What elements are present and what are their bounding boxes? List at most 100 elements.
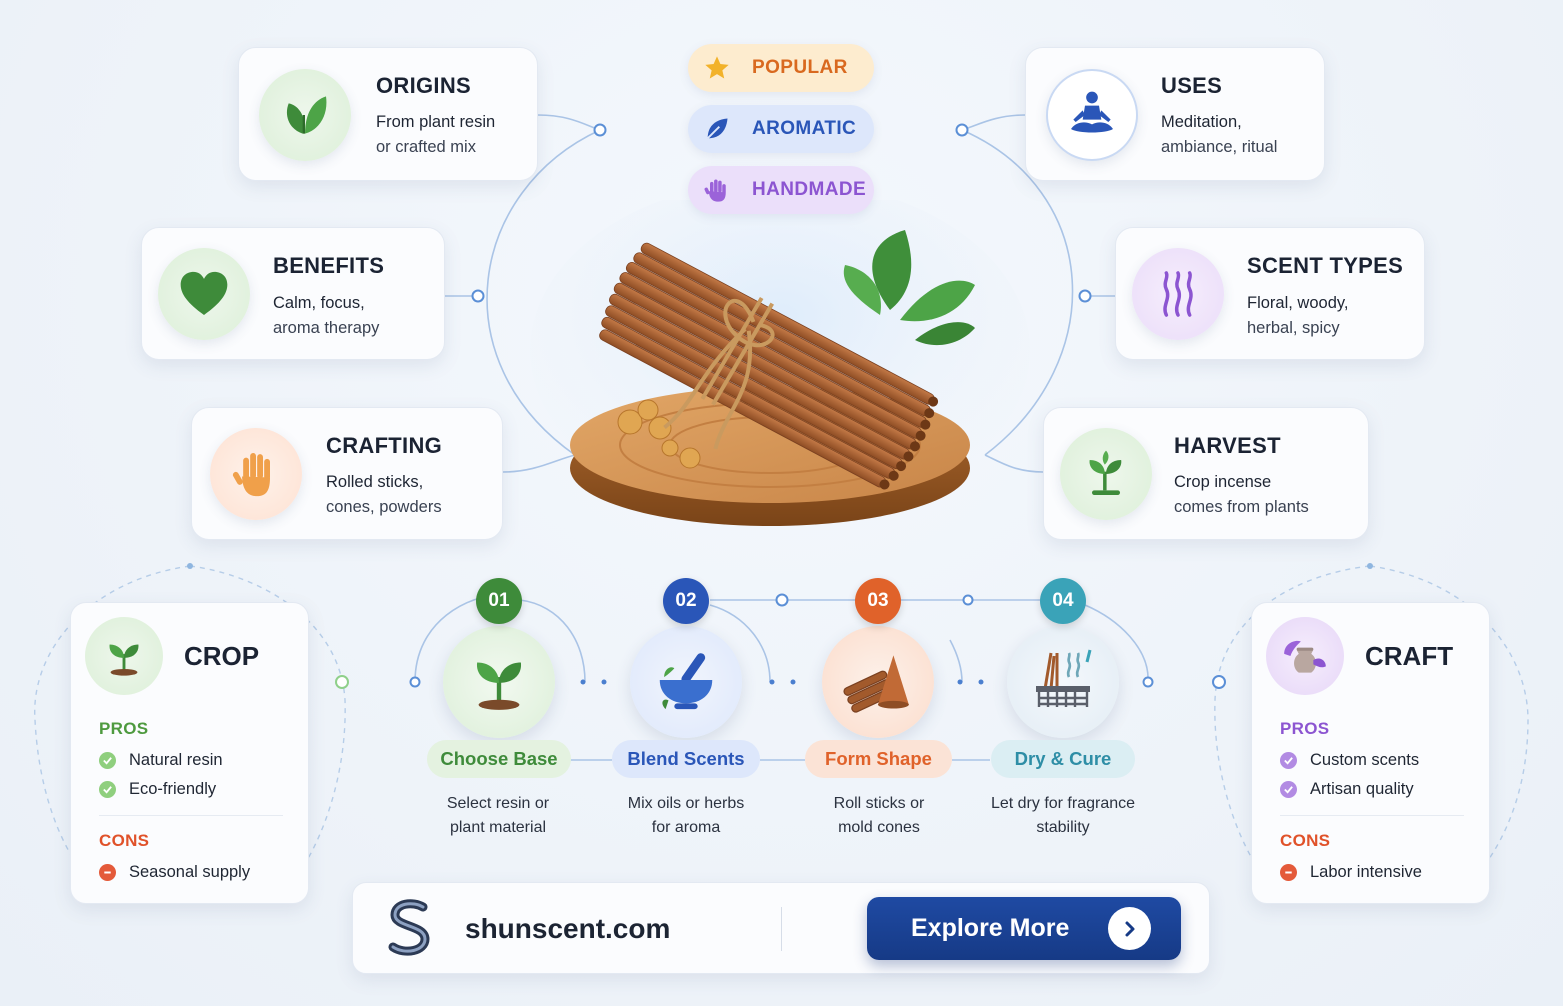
step-1-label: Choose Base (427, 740, 571, 778)
card-line-1: From plant resin (376, 113, 496, 131)
card-line-2: ambiance, ritual (1161, 138, 1278, 156)
card-uses: USES Meditation, ambiance, ritual (1025, 47, 1325, 181)
pottery-icon (1266, 617, 1344, 695)
step-2-circle (630, 626, 742, 738)
minus-icon (1280, 864, 1297, 881)
sprout-icon (1060, 428, 1152, 520)
hand-icon (210, 428, 302, 520)
crop-pro-text: Natural resin (129, 751, 223, 769)
craft-pro-item: Custom scents (1280, 751, 1419, 770)
footer-divider (781, 907, 782, 951)
step-2-number: 02 (663, 578, 709, 624)
card-title: ORIGINS (376, 73, 471, 98)
star-icon (702, 53, 732, 83)
craft-con-text: Labor intensive (1310, 863, 1422, 881)
step-2-label: Blend Scents (612, 740, 760, 778)
sprout-icon (464, 645, 534, 720)
card-title: USES (1161, 73, 1223, 98)
craft-pros-heading: PROS (1280, 719, 1330, 738)
divider (1280, 815, 1464, 816)
step-3-desc-2: mold cones (838, 819, 920, 836)
brand-logo-icon (383, 899, 437, 959)
card-line-2: aroma therapy (273, 319, 380, 337)
step-4-desc-2: stability (1036, 819, 1090, 836)
card-crafting: CRAFTING Rolled sticks, cones, powders (191, 407, 503, 540)
badge-label: HANDMADE (752, 179, 867, 200)
card-line-1: Floral, woody, (1247, 294, 1349, 312)
card-line-1: Crop incense (1174, 473, 1272, 491)
check-icon (99, 752, 116, 769)
step-2-desc-1: Mix oils or herbs (627, 795, 745, 812)
card-line-2: herbal, spicy (1247, 319, 1340, 337)
card-craft: CRAFT PROS Custom scents Artisan quality… (1251, 602, 1490, 904)
craft-pro-item: Artisan quality (1280, 780, 1414, 799)
minus-icon (99, 864, 116, 881)
badge-handmade: HANDMADE (688, 166, 874, 214)
sprout-icon (85, 617, 163, 695)
craft-pro-text: Custom scents (1310, 751, 1420, 769)
card-title: HARVEST (1174, 433, 1281, 458)
card-line-1: Rolled sticks, (326, 473, 424, 491)
step-1-desc-2: plant material (449, 819, 547, 836)
step-4-desc-1: Let dry for fragrance (990, 795, 1136, 812)
step-3-desc-1: Roll sticks or (833, 795, 925, 812)
check-icon (99, 781, 116, 798)
step-1-number: 01 (476, 578, 522, 624)
step-4-label: Dry & Cure (991, 740, 1135, 778)
card-line-2: comes from plants (1174, 498, 1309, 516)
crop-pro-item: Natural resin (99, 751, 223, 770)
smoke-icon (1132, 248, 1224, 340)
card-line-1: Meditation, (1161, 113, 1242, 131)
card-title: SCENT TYPES (1247, 253, 1404, 278)
meditation-icon (1046, 69, 1138, 161)
explore-more-label: Explore More (911, 914, 1070, 942)
craft-con-item: Labor intensive (1280, 863, 1422, 882)
incense-cone-icon (841, 643, 915, 722)
badge-label: POPULAR (752, 57, 848, 78)
step-3-circle (822, 626, 934, 738)
crop-pro-text: Eco-friendly (129, 780, 217, 798)
badge-label: AROMATIC (752, 118, 857, 139)
step-4-number: 04 (1040, 578, 1086, 624)
explore-more-button[interactable]: Explore More (867, 897, 1181, 960)
crop-title: CROP (184, 641, 260, 671)
card-benefits: BENEFITS Calm, focus, aroma therapy (141, 227, 445, 360)
card-origins: ORIGINS From plant resin or crafted mix (238, 47, 538, 181)
drying-rack-icon (1027, 644, 1099, 721)
incense-bundle-illustration (520, 180, 1040, 560)
badge-aromatic: AROMATIC (688, 105, 874, 153)
card-title: BENEFITS (273, 253, 385, 278)
check-icon (1280, 781, 1297, 798)
hand-icon (702, 175, 732, 205)
step-1-desc-1: Select resin or (446, 795, 550, 812)
crop-con-text: Seasonal supply (129, 863, 251, 881)
card-line-2: cones, powders (326, 498, 442, 516)
card-scent-types: SCENT TYPES Floral, woody, herbal, spicy (1115, 227, 1425, 360)
leaf-icon (702, 114, 732, 144)
card-harvest: HARVEST Crop incense comes from plants (1043, 407, 1369, 540)
step-3-number: 03 (855, 578, 901, 624)
check-icon (1280, 752, 1297, 769)
heart-icon (158, 248, 250, 340)
card-title: CRAFTING (326, 433, 443, 458)
site-name[interactable]: shunscent.com (465, 913, 671, 944)
crop-pro-item: Eco-friendly (99, 780, 216, 799)
card-line-1: Calm, focus, (273, 294, 365, 312)
craft-pro-text: Artisan quality (1310, 780, 1414, 798)
step-4-circle (1007, 626, 1119, 738)
card-crop: CROP PROS Natural resin Eco-friendly CON… (70, 602, 309, 904)
crop-con-item: Seasonal supply (99, 863, 250, 882)
mortar-pestle-icon (651, 645, 721, 720)
step-1-circle (443, 626, 555, 738)
chevron-right-icon (1108, 907, 1151, 950)
step-3-label: Form Shape (805, 740, 952, 778)
craft-title: CRAFT (1365, 641, 1454, 671)
card-line-2: or crafted mix (376, 138, 476, 156)
crop-cons-heading: CONS (99, 831, 150, 850)
badge-popular: POPULAR (688, 44, 874, 92)
leaves-icon (259, 69, 351, 161)
divider (99, 815, 283, 816)
step-2-desc-2: for aroma (651, 819, 721, 836)
crop-pros-heading: PROS (99, 719, 149, 738)
craft-cons-heading: CONS (1280, 831, 1331, 850)
